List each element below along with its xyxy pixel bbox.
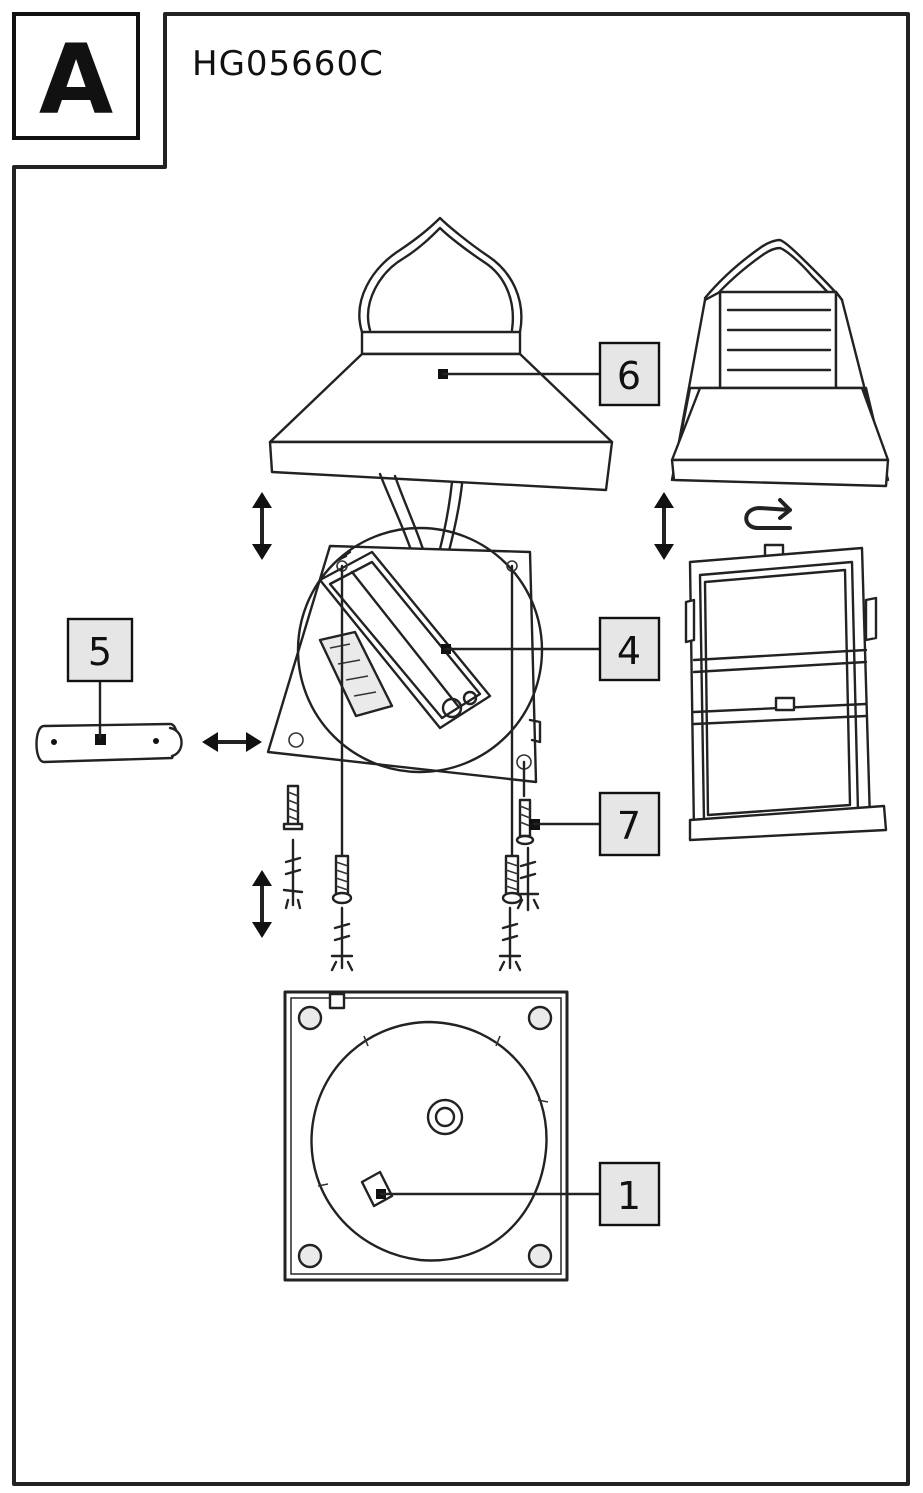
screw-icon bbox=[282, 784, 304, 831]
glass-cage bbox=[684, 543, 888, 842]
callout-7: 7 bbox=[529, 791, 661, 857]
base-plate bbox=[283, 990, 569, 1282]
wall-plug-icon bbox=[330, 906, 354, 972]
section-letter-box bbox=[12, 12, 140, 140]
double-arrow-vertical-icon bbox=[654, 492, 674, 560]
panel-plate bbox=[266, 526, 544, 870]
lantern-cap-assembled bbox=[670, 238, 890, 488]
svg-text:6: 6 bbox=[617, 354, 641, 398]
callout-4: 4 bbox=[441, 616, 661, 682]
lamp-roof bbox=[268, 216, 614, 587]
rotate-arrow-icon bbox=[744, 498, 792, 530]
screw-icon bbox=[331, 854, 353, 905]
svg-text:1: 1 bbox=[617, 1174, 641, 1218]
model-code: HG05660C bbox=[192, 44, 384, 84]
wall-plug-icon bbox=[498, 906, 522, 972]
callout-1: 1 bbox=[376, 1161, 661, 1227]
double-arrow-vertical-icon bbox=[252, 492, 272, 560]
section-letter: A bbox=[39, 24, 113, 136]
outer-frame bbox=[12, 12, 910, 1486]
callout-5: 5 bbox=[66, 617, 134, 745]
wall-plug-icon bbox=[282, 838, 304, 910]
callout-6: 6 bbox=[438, 341, 661, 407]
battery bbox=[35, 722, 183, 764]
double-arrow-vertical-icon bbox=[252, 870, 272, 938]
svg-text:4: 4 bbox=[617, 629, 641, 673]
double-arrow-horizontal-icon bbox=[202, 732, 262, 752]
svg-text:5: 5 bbox=[88, 630, 112, 674]
svg-text:7: 7 bbox=[617, 804, 641, 848]
screw-icon bbox=[515, 798, 535, 846]
screw-icon bbox=[501, 854, 523, 905]
wall-plug-icon bbox=[516, 846, 540, 912]
callout-5-marker bbox=[95, 734, 106, 745]
